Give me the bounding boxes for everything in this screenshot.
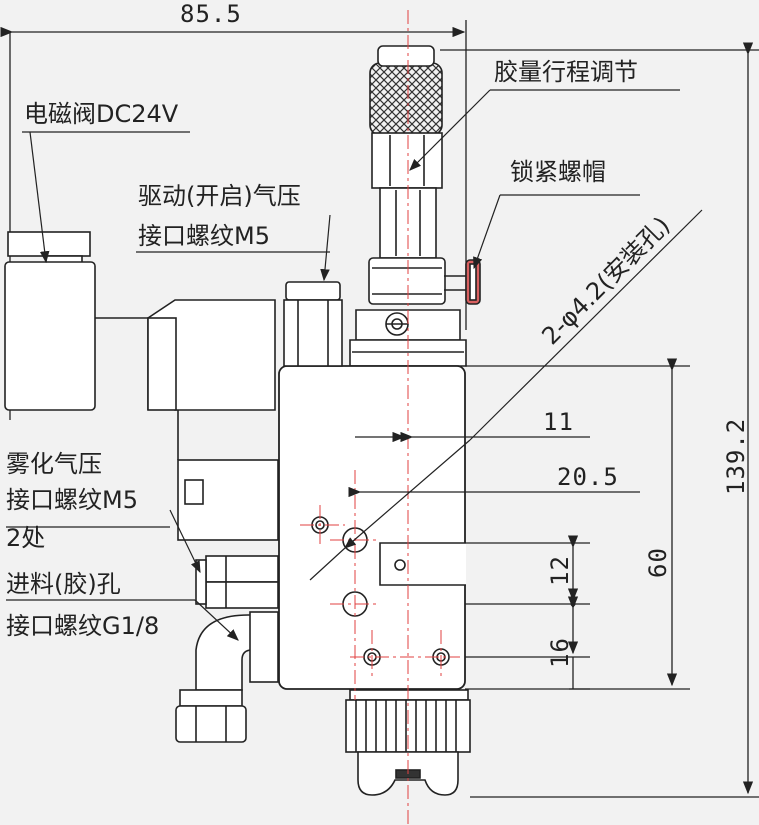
overall-height-label: 139.2 — [722, 418, 750, 495]
overall-height-dimension — [440, 42, 759, 798]
mounting-holes-callout: 2-φ4.2(安装孔) — [536, 211, 675, 350]
dim-20-5-label: 20.5 — [557, 463, 619, 491]
body-height-dimension — [465, 358, 690, 690]
atomize-callout-3: 2处 — [6, 524, 45, 552]
offset-dimensions — [348, 431, 640, 498]
atomize-port-fittings — [195, 555, 279, 609]
body-height-label: 60 — [644, 547, 672, 578]
dim-16-label: 16 — [546, 637, 574, 668]
drive-port-callout-2: 接口螺纹M5 — [138, 222, 270, 250]
micrometer-adjuster — [368, 45, 470, 305]
body-slot — [379, 542, 466, 586]
solenoid-callout: 电磁阀DC24V — [24, 100, 179, 128]
overall-width-label: 85.5 — [180, 0, 242, 28]
feed-callout-2: 接口螺纹G1/8 — [6, 612, 159, 640]
atomize-callout-2: 接口螺纹M5 — [6, 486, 138, 514]
dim-11-label: 11 — [543, 408, 574, 436]
lock-nut-callout: 锁紧螺帽 — [510, 158, 606, 186]
centerlines — [300, 10, 460, 825]
leader-lines — [6, 89, 703, 641]
mounting-collar — [349, 309, 467, 367]
micrometer-callout: 胶量行程调节 — [494, 58, 638, 86]
dim-12-label: 12 — [546, 555, 574, 586]
drive-port-fitting — [283, 281, 343, 367]
drive-port-callout-1: 驱动(开启)气压 — [138, 182, 301, 210]
feed-elbow-fitting — [175, 611, 279, 743]
feed-callout-1: 进料(胶)孔 — [6, 570, 121, 598]
main-body — [278, 365, 466, 690]
atomize-callout-1: 雾化气压 — [6, 450, 102, 478]
lock-nut — [465, 259, 481, 305]
